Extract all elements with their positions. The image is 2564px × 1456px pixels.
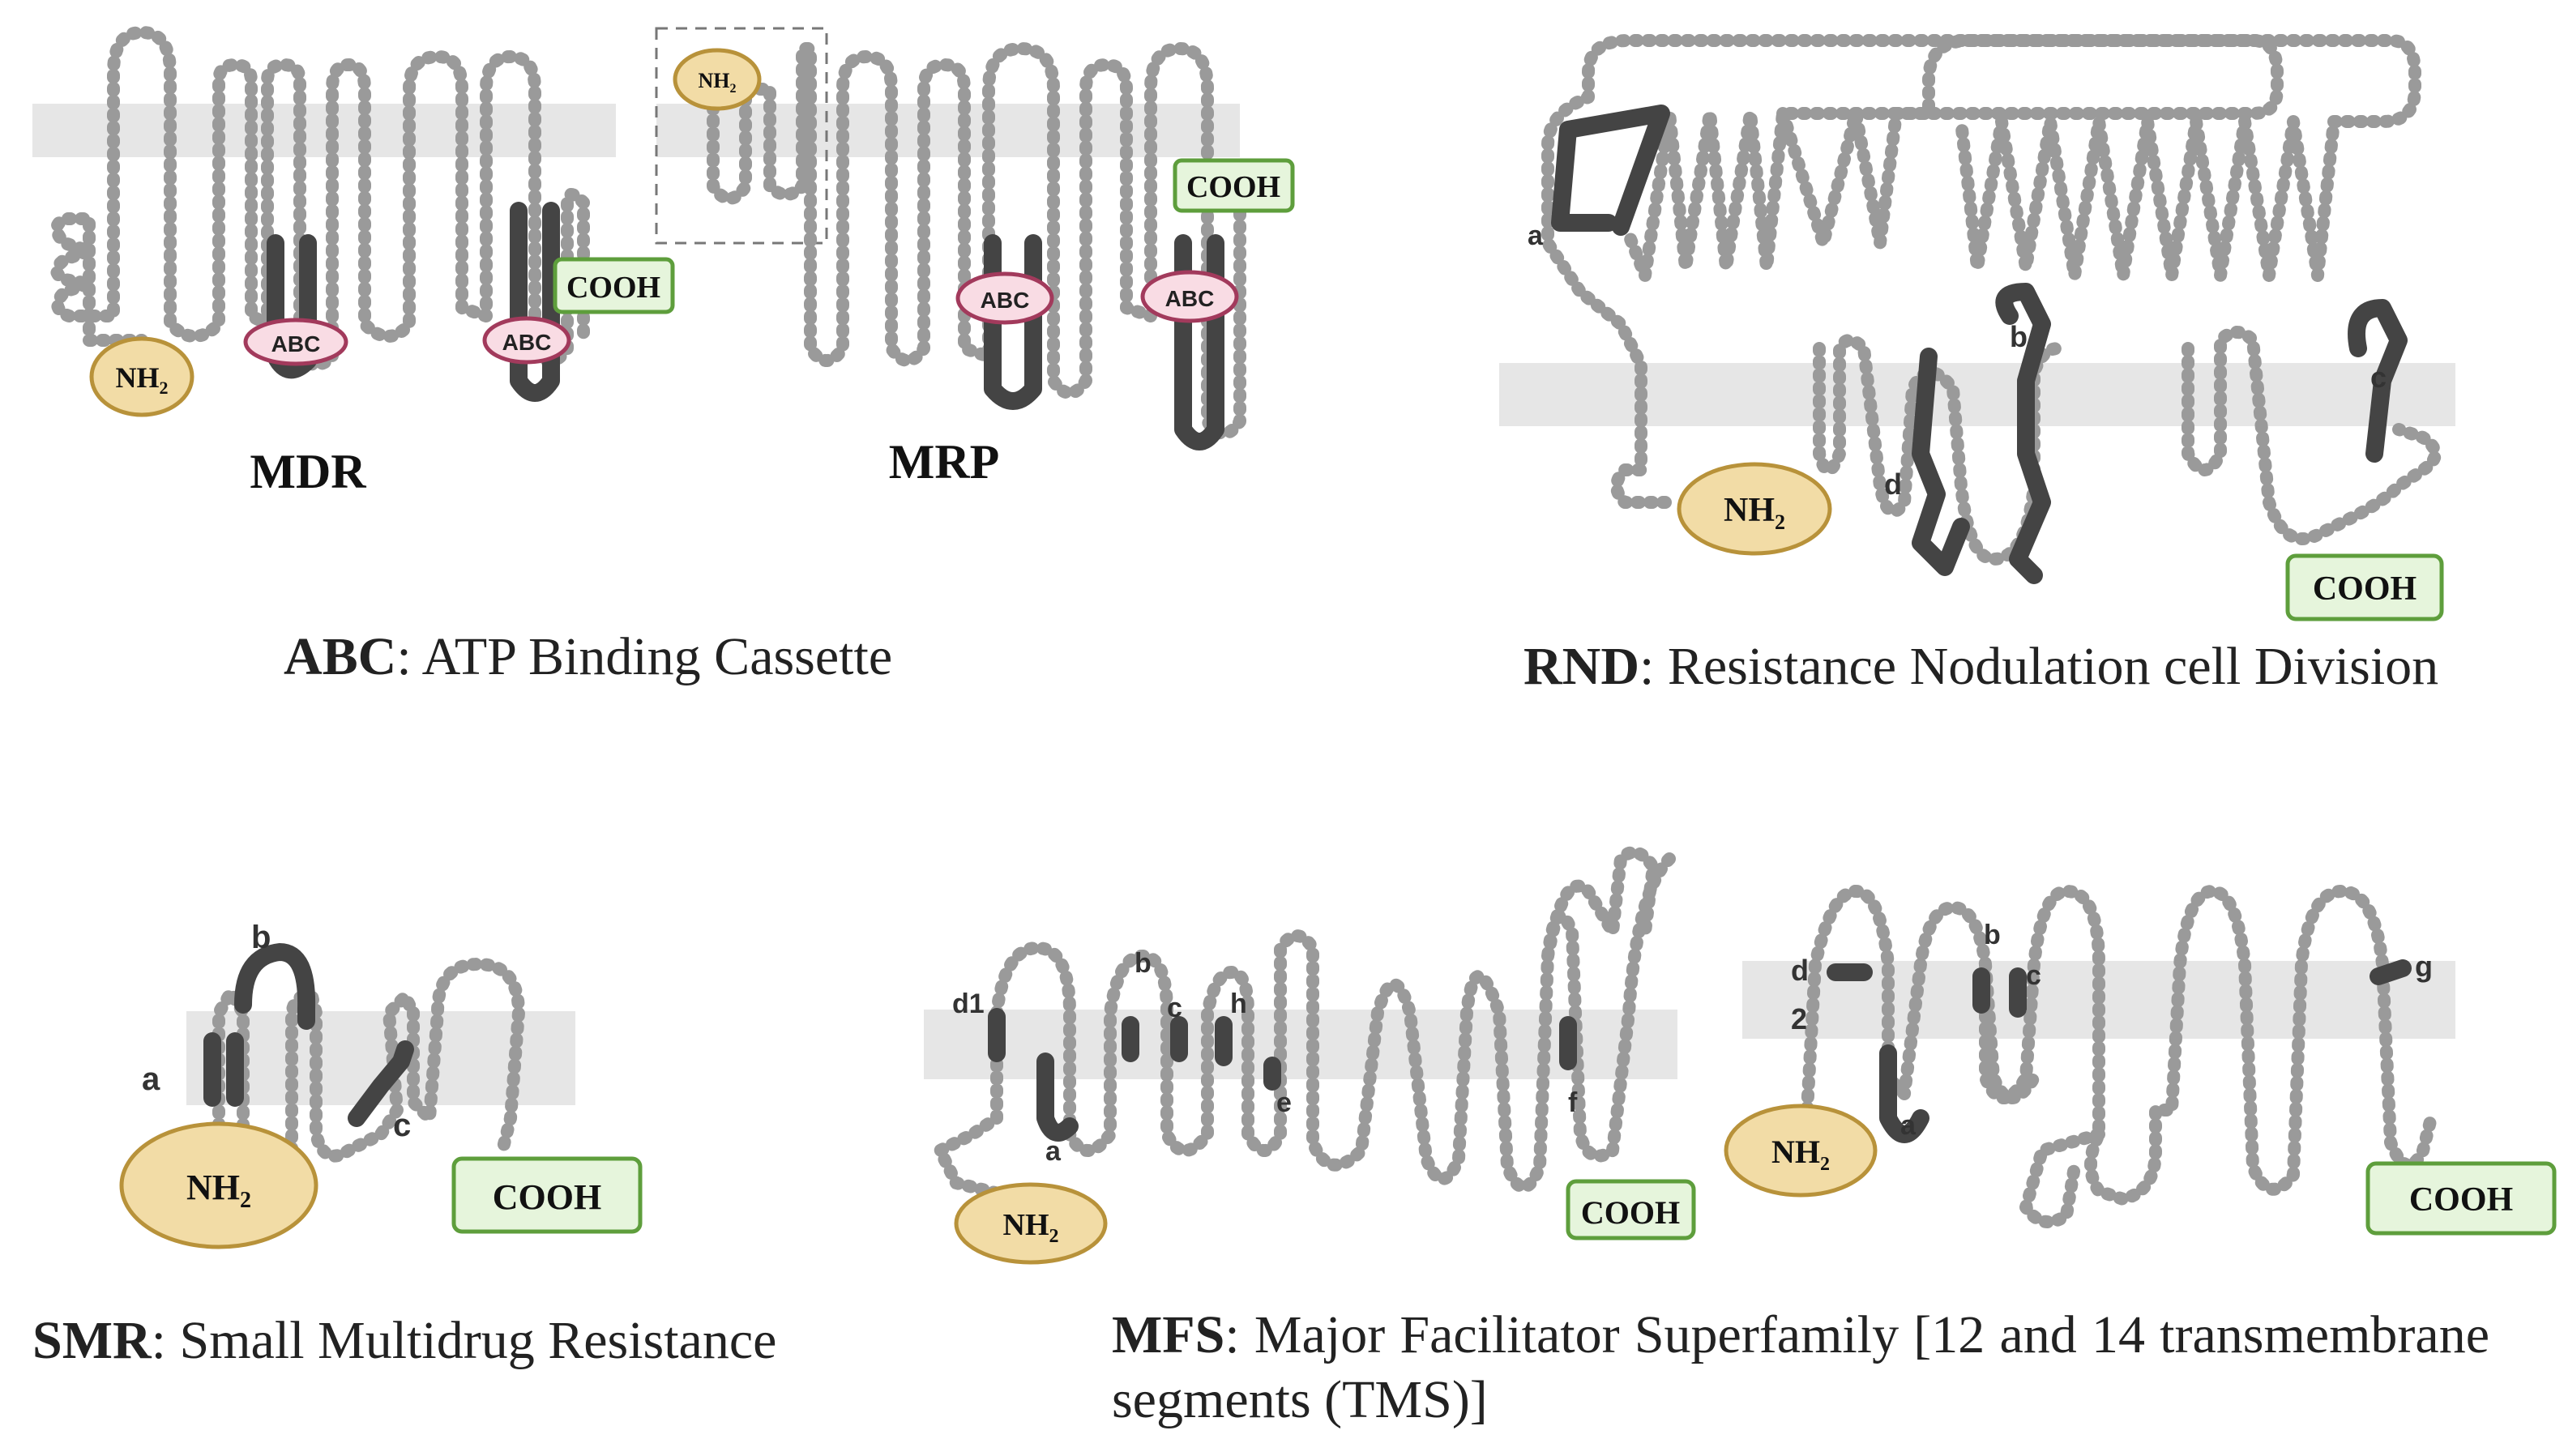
cooh-terminus	[1173, 158, 1295, 213]
highlight-segment	[1972, 959, 2412, 1018]
site-letter: b	[1135, 948, 1152, 979]
cooh-label: COOH	[493, 1177, 601, 1217]
site-letter: b	[2010, 320, 2028, 353]
nh2-terminus	[119, 1121, 318, 1249]
highlight-segment	[203, 1032, 244, 1107]
abc-domain	[243, 318, 348, 366]
site-letter: a	[142, 1061, 160, 1097]
rnd-caption: RND: Resistance Nodulation cell Division	[1523, 637, 2439, 696]
protein-chain	[707, 42, 1246, 440]
abc-domain-label: ABC	[502, 330, 552, 355]
smr-topology: a b c NH2 COOH	[119, 920, 643, 1249]
site-letter: 2	[1791, 1002, 1807, 1035]
abc-domain-label: ABC	[271, 331, 321, 357]
highlight-segment	[234, 943, 316, 1030]
highlight-segment	[1174, 234, 1224, 450]
nh2-label: NH2	[186, 1168, 251, 1213]
protein-chain	[934, 846, 1676, 1206]
mfs-abbr: MFS	[1112, 1305, 1225, 1364]
site-letter: d	[1884, 468, 1902, 501]
highlight-segment	[348, 1040, 414, 1127]
highlight-segment	[1912, 348, 1970, 576]
highlight-segment	[1995, 283, 2051, 584]
site-letter: d1	[952, 988, 985, 1019]
abc-domain-label: ABC	[981, 288, 1030, 313]
nh2-terminus	[1724, 1104, 1878, 1198]
protein-chain	[50, 26, 590, 387]
site-letter: g	[2415, 950, 2433, 983]
cooh-label: COOH	[1186, 170, 1280, 204]
membrane-band	[32, 104, 616, 157]
cooh-label: COOH	[2313, 570, 2417, 608]
mfs-14-tms-topology: d 2 b c g a NH2 COOH	[1724, 885, 2557, 1236]
abc-domain	[1140, 270, 1239, 323]
cooh-label: COOH	[1581, 1194, 1680, 1231]
site-letter: b	[1984, 920, 2001, 950]
site-letter: d	[1791, 954, 1809, 987]
nh2-terminus	[1677, 462, 1832, 556]
mdr-label: MDR	[250, 445, 366, 498]
cooh-terminus	[553, 257, 675, 314]
site-letter: c	[393, 1108, 411, 1143]
abc-full-name: ATP Binding Cassette	[421, 627, 893, 686]
abc-abbr: ABC	[284, 627, 397, 686]
abc-caption: ABC: ATP Binding Cassette	[284, 627, 893, 686]
site-letter: b	[251, 920, 271, 955]
site-letter: h	[1230, 988, 1247, 1019]
smr-full-name: Small Multidrug Resistance	[179, 1311, 777, 1370]
highlight-segment	[1827, 963, 1929, 1143]
mfs-12-tms-topology: d1 b c h e f a NH2 COOH	[924, 846, 1696, 1265]
abc-domain	[482, 316, 571, 365]
nh2-terminus	[89, 336, 194, 417]
cooh-label: COOH	[2409, 1181, 2513, 1219]
cooh-terminus	[1566, 1179, 1696, 1240]
highlight-segment	[2348, 299, 2408, 463]
site-letter: a	[1900, 1110, 1917, 1141]
nh2-terminus	[954, 1182, 1108, 1265]
smr-abbr: SMR	[32, 1311, 152, 1370]
protein-chain	[1541, 34, 2284, 509]
highlight-segment	[984, 234, 1042, 410]
nh2-label: NH2	[699, 69, 737, 96]
nh2-label: NH2	[1724, 492, 1785, 534]
site-letter: f	[1568, 1087, 1578, 1118]
abc-domain-label: ABC	[1165, 286, 1215, 311]
nh2-terminus	[673, 48, 762, 111]
mrp-label: MRP	[889, 435, 1000, 489]
nh2-label: NH2	[116, 361, 169, 398]
cooh-terminus	[451, 1156, 643, 1234]
site-letter: e	[1276, 1087, 1292, 1118]
rnd-abbr: RND	[1523, 637, 1639, 696]
site-letter: c	[2370, 361, 2387, 394]
site-letter: c	[1167, 993, 1182, 1023]
mfs-caption: MFS: Major Facilitator Superfamily [12 a…	[1112, 1305, 2489, 1429]
cooh-label: COOH	[566, 271, 660, 305]
abc-mrp-topology: NH2 ABC ABC COOH MRP	[655, 27, 1295, 489]
abc-mdr-topology: NH2 ABC ABC COOH MDR	[32, 26, 675, 498]
highlight-segment	[1551, 105, 1670, 236]
site-letter: c	[2026, 960, 2041, 991]
membrane-band	[1499, 363, 2455, 426]
nh2-detail-box	[655, 27, 828, 245]
membrane-band	[656, 104, 1240, 157]
abc-domain	[955, 271, 1054, 325]
cooh-terminus	[2365, 1161, 2557, 1236]
protein-chain	[1890, 34, 2421, 282]
highlight-segment	[1122, 1016, 1577, 1091]
cooh-terminus	[2285, 553, 2444, 621]
highlight-segment	[510, 202, 560, 402]
highlight-segment	[988, 1008, 1079, 1142]
mfs-full-name: Major Facilitator Superfamily [12 and 14…	[1112, 1305, 2489, 1429]
smr-caption: SMR: Small Multidrug Resistance	[32, 1311, 777, 1370]
rnd-topology: a b c d NH2 COOH	[1499, 34, 2455, 621]
nh2-label: NH2	[1771, 1134, 1830, 1175]
nh2-label: NH2	[1003, 1208, 1059, 1247]
site-letter: a	[1045, 1136, 1062, 1167]
protein-chain	[1801, 885, 2438, 1228]
site-letter: a	[1528, 220, 1544, 251]
rnd-full-name: Resistance Nodulation cell Division	[1667, 637, 2439, 696]
